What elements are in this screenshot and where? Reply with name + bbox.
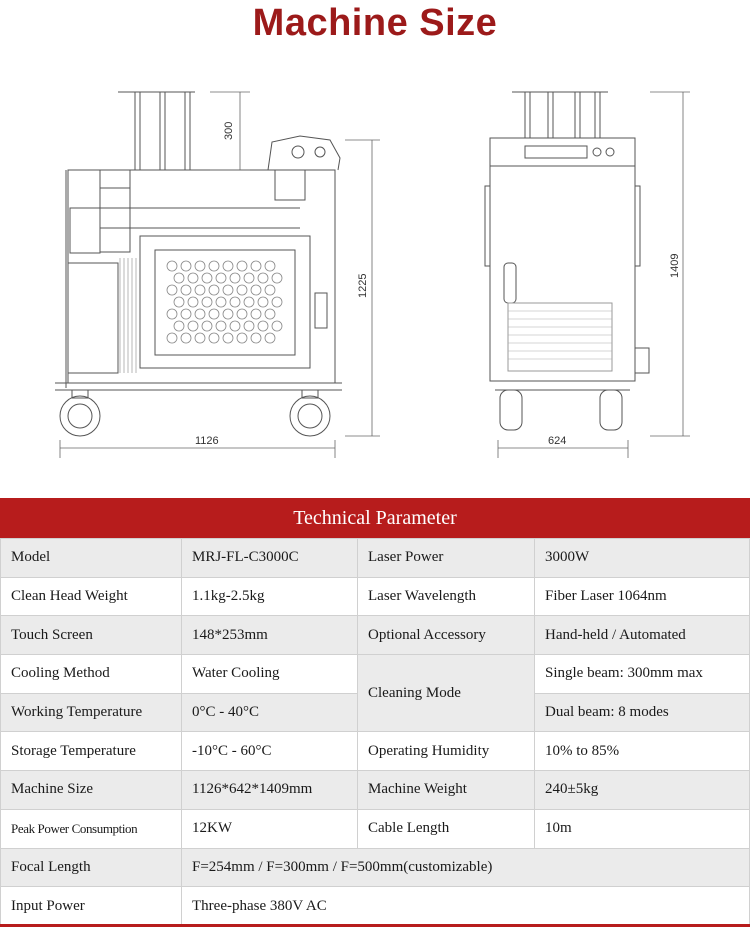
param-value: MRJ-FL-C3000C [181,538,358,578]
param-value: 10% to 85% [534,731,750,772]
param-label: Model [0,538,182,578]
param-value: Dual beam: 8 modes [534,692,750,733]
param-label: Input Power [0,886,182,926]
param-label: Cable Length [357,808,535,849]
param-label: Laser Wavelength [357,576,535,617]
table-row: Touch Screen 148*253mm Optional Accessor… [0,615,750,656]
table-row: Peak Power Consumption 12KW Cable Length… [0,808,750,849]
param-value: 3000W [534,538,750,578]
page-title: Machine Size [252,2,498,44]
param-label: Machine Size [0,770,182,810]
table-row: Cooling Method Water Cooling Cleaning Mo… [0,654,750,733]
table-row: Focal Length F=254mm / F=300mm / F=500mm… [0,847,750,888]
bottom-divider [0,924,750,927]
param-label: Laser Power [357,538,535,578]
param-value: 1126*642*1409mm [181,770,358,810]
param-value: 240±5kg [534,770,750,810]
dim-side-width: 1126 [195,435,219,447]
table-row: Model MRJ-FL-C3000C Laser Power 3000W [0,538,750,578]
param-label: Cleaning Mode [357,654,535,733]
machine-drawings: 300 1225 1126 [0,78,750,458]
param-value: Hand-held / Automated [534,615,750,656]
param-value: 12KW [181,808,358,849]
dim-front-height: 1409 [669,254,681,278]
param-value: Fiber Laser 1064nm [534,576,750,617]
table-row: Working Temperature 0°C - 40°C Dual beam… [0,692,750,733]
param-value: Water Cooling [181,654,358,694]
param-label: Storage Temperature [0,731,182,772]
param-label: Clean Head Weight [0,576,182,617]
param-label: Machine Weight [357,770,535,810]
technical-parameter-section: Technical Parameter Model MRJ-FL-C3000C … [0,498,750,926]
front-view-drawing [484,91,650,431]
param-value: -10°C - 60°C [181,731,358,772]
param-value: 10m [534,808,750,849]
param-label: Cooling Method [0,654,182,694]
technical-drawing: 300 1225 1126 [55,91,690,458]
technical-parameter-table: Model MRJ-FL-C3000C Laser Power 3000W Cl… [0,538,750,926]
param-value: F=254mm / F=300mm / F=500mm(customizable… [181,847,750,888]
side-view-drawing [55,91,342,437]
dim-side-height: 1225 [357,274,369,298]
param-label: Focal Length [0,847,182,888]
param-label: Operating Humidity [357,731,535,772]
param-value: 148*253mm [181,615,358,656]
param-value: Three-phase 380V AC [181,886,750,926]
table-row: Machine Size 1126*642*1409mm Machine Wei… [0,770,750,810]
param-label: Optional Accessory [357,615,535,656]
param-value: Single beam: 300mm max [534,654,750,694]
param-value: 0°C - 40°C [181,692,358,733]
param-label: Peak Power Consumption [0,808,182,849]
table-row: Input Power Three-phase 380V AC [0,886,750,926]
dim-side-top: 300 [223,122,235,140]
param-label: Working Temperature [0,692,182,733]
param-label: Touch Screen [0,615,182,656]
table-row: Storage Temperature -10°C - 60°C Operati… [0,731,750,772]
param-value: 1.1kg-2.5kg [181,576,358,617]
dim-front-width: 624 [548,435,566,447]
table-row: Clean Head Weight 1.1kg-2.5kg Laser Wave… [0,576,750,617]
technical-parameter-banner: Technical Parameter [0,498,750,538]
